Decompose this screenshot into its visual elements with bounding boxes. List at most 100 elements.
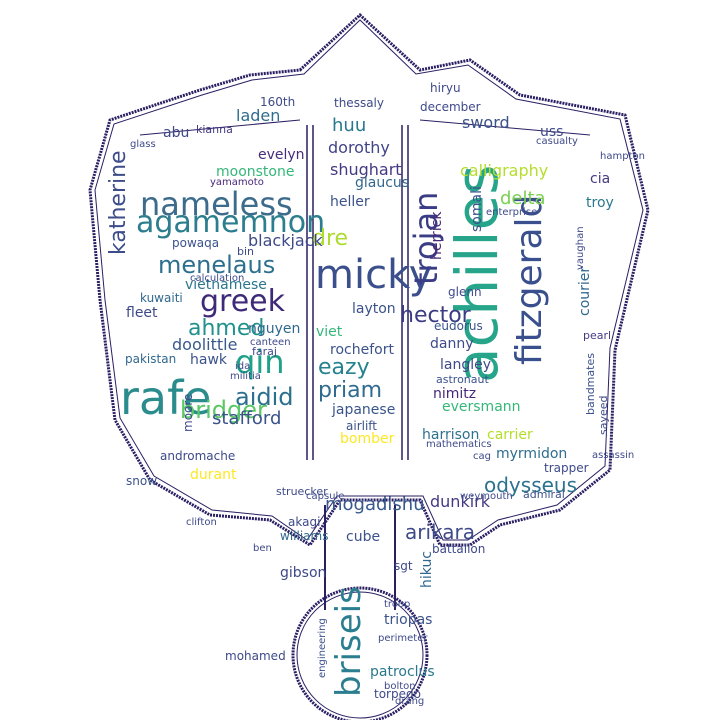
cloud-word: vietnamese	[185, 277, 267, 293]
cloud-word: fitzgerald	[509, 194, 550, 365]
cloud-word: greek	[200, 284, 286, 319]
cloud-word: dunkirk	[430, 492, 490, 511]
cloud-word: ida	[235, 361, 251, 372]
cloud-word: pearl	[583, 329, 612, 342]
cloud-word: carrier	[487, 427, 533, 443]
cloud-word: moore	[181, 393, 195, 432]
outline-neck	[324, 505, 396, 610]
cloud-word: myrmidon	[496, 446, 568, 462]
cloud-word: eudorus	[434, 319, 483, 333]
cloud-word: enterprise	[486, 207, 538, 218]
cloud-word: courier	[577, 266, 593, 316]
cloud-word: admiral	[523, 488, 565, 501]
cloud-word: assassin	[592, 450, 635, 461]
cloud-word: troop	[384, 599, 411, 610]
cloud-word: torpedo	[374, 687, 421, 701]
cloud-word: ahmed	[188, 316, 265, 341]
cloud-word: glenn	[448, 285, 482, 299]
cloud-word: calculation	[190, 273, 245, 284]
cloud-word: menelaus	[158, 251, 276, 279]
cloud-word: moonstone	[216, 164, 295, 180]
cloud-word: rafe	[120, 371, 212, 425]
cloud-word: rochefort	[330, 342, 394, 358]
cloud-word: pakistan	[125, 352, 177, 366]
cloud-word: blackjack	[248, 231, 323, 250]
cloud-word: faraj	[252, 345, 277, 358]
cloud-word: trapper	[544, 461, 589, 475]
cloud-word: micky	[315, 252, 433, 298]
cloud-word: kuwaiti	[140, 291, 183, 305]
cloud-word: dorothy	[328, 138, 390, 157]
cloud-word: glass	[130, 139, 156, 150]
cloud-word: shughart	[330, 160, 402, 179]
cloud-word: ben	[253, 543, 272, 554]
cloud-word: eazy	[318, 355, 370, 380]
cloud-word: battalion	[432, 542, 486, 556]
cloud-word: hampton	[600, 151, 645, 162]
cloud-word: laden	[236, 106, 281, 125]
cloud-word: williams	[280, 529, 329, 543]
cloud-word: andromache	[160, 449, 236, 463]
cloud-word: engineering	[317, 618, 328, 678]
cloud-word: militia	[230, 371, 261, 382]
cloud-word: evelyn	[258, 147, 305, 163]
cloud-word: heller	[330, 194, 370, 210]
cloud-word: stafford	[212, 408, 282, 429]
cloud-word: hector	[400, 303, 471, 328]
cloud-word: mathematics	[426, 439, 492, 450]
cloud-word: astronaut	[436, 373, 489, 386]
cloud-word: katherine	[106, 150, 131, 255]
cloud-word: huu	[332, 115, 367, 136]
cloud-word: delta	[500, 188, 546, 209]
cloud-word: triopas	[384, 612, 433, 628]
cloud-word: danny	[430, 336, 474, 352]
cloud-word: briseis	[329, 586, 369, 697]
cloud-word: perimeter	[378, 633, 428, 644]
cloud-word: december	[420, 100, 481, 114]
cloud-word: agamemnon	[136, 205, 326, 240]
cloud-word: kianna	[196, 123, 233, 136]
cloud-word: snow	[126, 474, 158, 488]
cloud-word: capsule	[306, 491, 345, 502]
cloud-word: gibson	[280, 565, 327, 581]
cloud-word: patroclus	[370, 664, 435, 680]
cloud-word: viet	[316, 324, 343, 340]
cloud-word: sayeed	[597, 395, 610, 436]
cloud-word: harrison	[422, 427, 480, 443]
cloud-word: herrick	[429, 211, 445, 260]
cloud-word: weymouth	[460, 491, 513, 502]
cloud-word: cag	[473, 451, 491, 462]
cloud-word: qin	[235, 343, 285, 381]
cloud-word: cia	[590, 171, 611, 187]
cloud-word: eversmann	[442, 399, 521, 415]
cloud-word: cube	[346, 529, 381, 545]
cloud-word: aidid	[235, 383, 294, 411]
cloud-word: akagi	[288, 515, 321, 529]
cloud-word: casualty	[536, 136, 578, 147]
cloud-word: vaughan	[575, 226, 586, 270]
cloud-word: bridger	[180, 396, 267, 424]
cloud-word: hiryu	[430, 81, 461, 95]
cloud-word: uss	[540, 124, 564, 140]
cloud-word: doolittle	[172, 335, 238, 354]
cloud-word: langley	[440, 357, 492, 373]
cloud-word: dre	[312, 226, 349, 251]
cloud-word: sword	[462, 113, 510, 132]
cloud-word: odysseus	[484, 473, 578, 497]
cloud-word: sgt	[394, 559, 413, 573]
cloud-word: powaqa	[172, 236, 220, 250]
cloud-word: mohamed	[225, 649, 286, 663]
cloud-word: abu	[163, 125, 190, 141]
cloud-word: nimitz	[433, 386, 477, 402]
cloud-word: glaucus	[355, 175, 410, 191]
cloud-word: calligraphy	[460, 161, 549, 180]
cloud-word: bolton	[384, 681, 416, 692]
cloud-word: hikuc	[419, 550, 435, 588]
cloud-word: yamamoto	[210, 177, 264, 188]
cloud-word: troy	[586, 195, 614, 211]
cloud-word: nguyen	[248, 321, 301, 337]
cloud-word: fleet	[126, 305, 158, 321]
cloud-word: drang	[395, 696, 425, 707]
cloud-word: somali	[469, 186, 485, 232]
